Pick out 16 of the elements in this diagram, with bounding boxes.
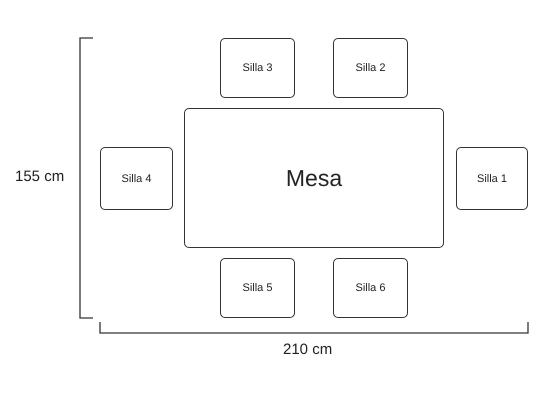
chair-label: Silla 2 <box>356 62 386 74</box>
chair <box>100 147 173 210</box>
chair-label: Silla 5 <box>242 282 272 294</box>
table <box>184 108 444 248</box>
chair-label: Silla 4 <box>122 172 152 184</box>
chair-label: Silla 6 <box>356 282 386 294</box>
chair-label: Silla 1 <box>477 172 507 184</box>
dimension-label: 210 cm <box>283 341 332 358</box>
chair <box>456 147 528 210</box>
chair <box>333 38 408 98</box>
chair <box>333 258 408 318</box>
chair <box>220 258 295 318</box>
chair <box>220 38 295 98</box>
chair-label: Silla 3 <box>242 62 272 74</box>
table-label: Mesa <box>286 164 342 192</box>
dimension-label: 155 cm <box>15 168 64 185</box>
